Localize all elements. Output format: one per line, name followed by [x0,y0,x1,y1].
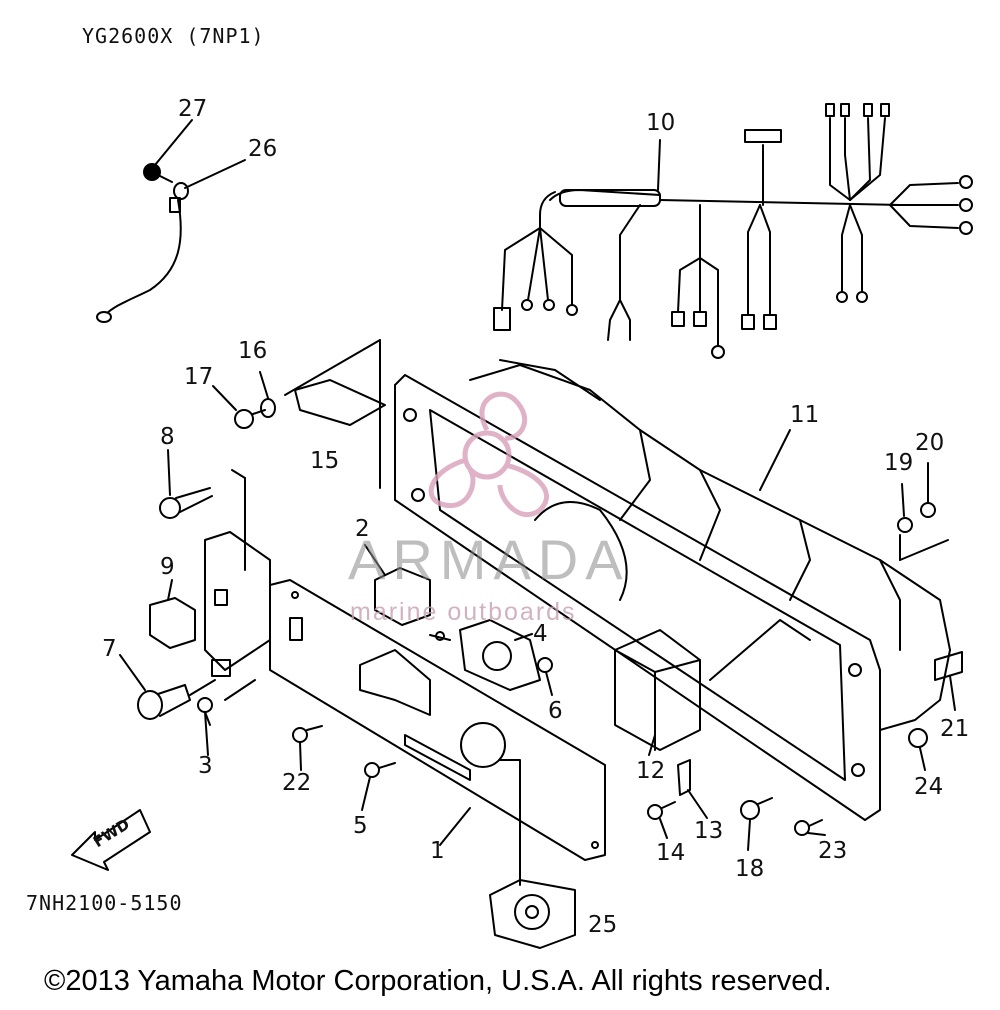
callout-9: 9 [160,554,175,580]
callout-21: 21 [940,716,970,742]
watermark-logo [428,391,549,518]
twist-lock-socket [489,879,576,949]
callout-3: 3 [198,753,213,779]
callout-14: 14 [656,840,686,866]
fwd-arrow [71,809,151,871]
callout-17: 17 [184,364,214,390]
callout-13: 13 [694,818,724,844]
callout-5: 5 [353,813,368,839]
callout-26: 26 [248,136,278,162]
callout-24: 24 [914,774,944,800]
callout-2: 2 [355,516,370,542]
sub-panel [204,531,271,671]
inverter-box [614,629,701,751]
model-code: YG2600X (7NP1) [82,24,265,48]
callout-18: 18 [735,856,765,882]
callout-12: 12 [636,758,666,784]
callout-1: 1 [430,838,445,864]
watermark-subtitle: marine outboards [350,598,577,626]
watermark-title: ARMADA [348,528,630,591]
control-box-frame [394,359,951,821]
part-code: 7NH2100-5150 [26,891,183,915]
callout-10: 10 [646,110,676,136]
callout-19: 19 [884,450,914,476]
wiring-harness [493,103,973,359]
copyright-notice: ©2013 Yamaha Motor Corporation, U.S.A. A… [44,965,832,997]
callout-11: 11 [790,402,820,428]
callout-15: 15 [310,448,340,474]
callout-20: 20 [915,430,945,456]
warning-label-shape [294,379,386,426]
callout-8: 8 [160,424,175,450]
callout-4: 4 [533,621,548,647]
callout-25: 25 [588,912,618,938]
ground-wire [96,163,189,323]
callout-27: 27 [178,96,208,122]
callout-23: 23 [818,838,848,864]
callout-6: 6 [548,698,563,724]
callout-16: 16 [238,338,268,364]
callout-7: 7 [102,636,117,662]
control-panel-plate [269,579,606,861]
callout-22: 22 [282,770,312,796]
